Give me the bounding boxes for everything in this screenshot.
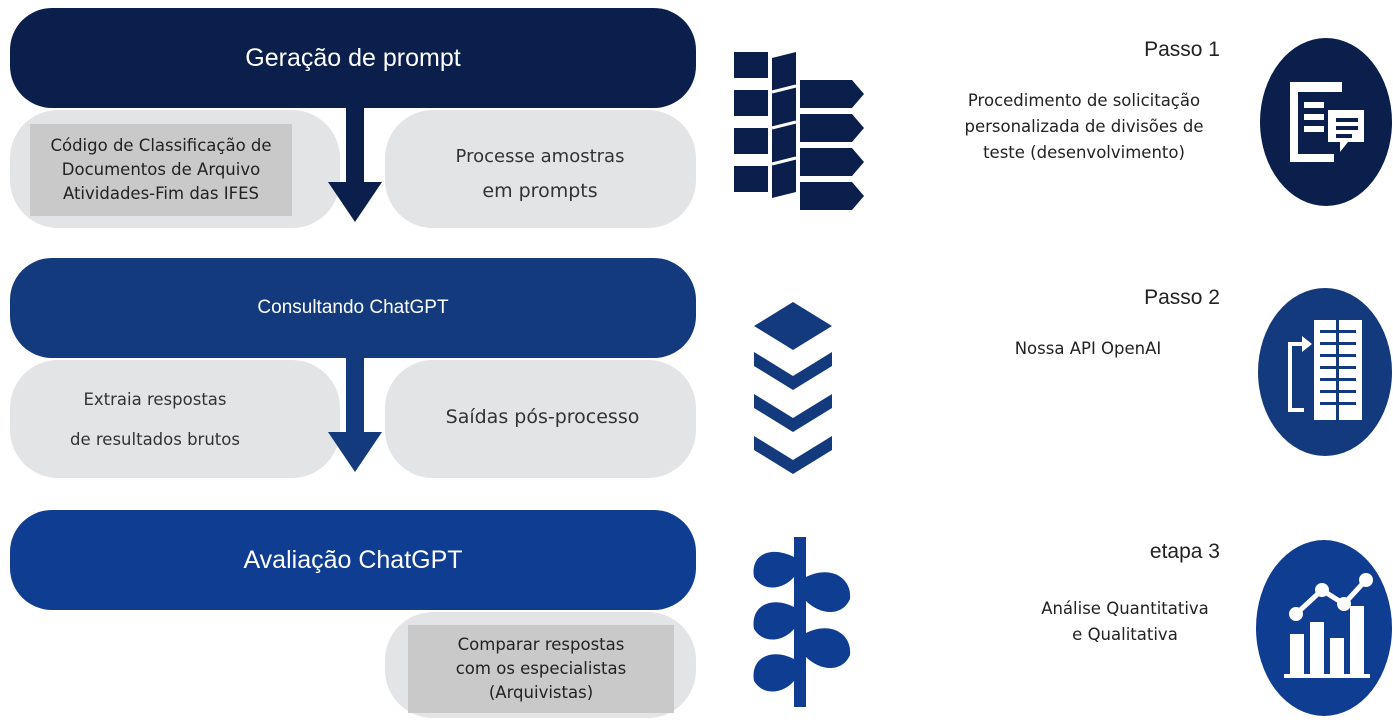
document-chat-icon [1290, 82, 1364, 162]
stacked-tabs-icon [734, 52, 864, 210]
leaf-stem-icon [753, 537, 851, 707]
section1-header-title: Geração de prompt [245, 43, 461, 72]
section2-extract-text: Extraia respostas de resultados brutos [30, 380, 280, 460]
section1-right-pill [385, 110, 696, 228]
classification-line-1: Código de Classificação de [50, 136, 272, 155]
section1-process-text: Processe amostras em prompts [390, 140, 690, 208]
compare-line-1: Comparar respostas [457, 635, 625, 654]
extract-line-1: Extraia respostas [83, 390, 227, 409]
down-arrow-1 [328, 100, 382, 222]
step1-desc-line-1: Procedimento de solicitação [967, 91, 1201, 110]
section2-left-pill [10, 360, 340, 478]
section2-header-title: Consultando ChatGPT [257, 297, 449, 318]
section2-header: Consultando ChatGPT [10, 258, 696, 358]
section3-header: Avaliação ChatGPT [10, 510, 696, 610]
section1-classification-box: Código de Classificação de Documentos de… [30, 124, 292, 216]
section3-header-title: Avaliação ChatGPT [243, 545, 463, 574]
classification-line-3: Atividades-Fim das IFES [62, 184, 260, 203]
process-line-1: Processe amostras [455, 146, 625, 167]
classification-line-2: Documentos de Arquivo [61, 160, 261, 179]
step2-circle [1258, 288, 1392, 456]
step2-desc: Nossa API OpenAI [1008, 336, 1168, 362]
step1-desc-line-2: personalizada de divisões de [964, 117, 1204, 136]
step2-desc-line-1: Nossa API OpenAI [1014, 339, 1162, 358]
down-arrow-2 [328, 350, 382, 472]
bar-chart-trend-icon [1284, 573, 1373, 678]
section2-postprocess-text: Saídas pós-processo [390, 406, 695, 428]
section3-compare-box: Comparar respostas com os especialistas … [408, 625, 674, 713]
step3-desc-line-1: Análise Quantitativa [1041, 599, 1209, 618]
stacked-chevrons-icon [754, 302, 832, 474]
step3-desc-line-2: e Qualitativa [1072, 625, 1178, 644]
compare-line-2: com os especialistas [455, 659, 627, 678]
step1-desc-line-3: teste (desenvolvimento) [983, 143, 1185, 162]
compare-line-3: (Arquivistas) [488, 683, 594, 702]
step2-title: Passo 2 [1144, 286, 1220, 309]
extract-line-2: de resultados brutos [70, 430, 240, 449]
step1-circle [1260, 38, 1392, 206]
server-transfer-icon [1288, 320, 1362, 420]
step3-circle [1256, 540, 1392, 716]
step1-title: Passo 1 [1144, 38, 1220, 61]
section2-right-pill [385, 360, 696, 478]
postprocess-line: Saídas pós-processo [445, 406, 640, 428]
section1-header: Geração de prompt [10, 8, 696, 108]
step3-desc: Análise Quantitativa e Qualitativa [1010, 596, 1240, 648]
step3-title: etapa 3 [1149, 540, 1220, 563]
process-line-2: em prompts [482, 180, 598, 202]
step1-desc: Procedimento de solicitação personalizad… [925, 88, 1243, 166]
